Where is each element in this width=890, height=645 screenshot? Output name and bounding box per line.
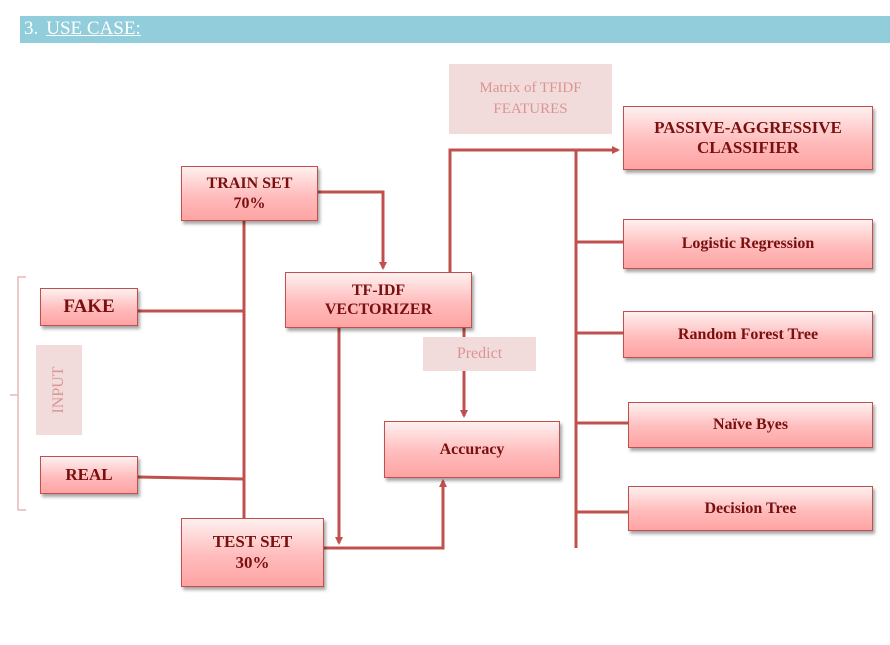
tfidf-features-line2: FEATURES <box>493 101 568 117</box>
test-set-percent: 30% <box>235 552 270 572</box>
test-set-title: TEST SET <box>212 532 293 552</box>
accuracy-label: Accuracy <box>439 440 505 458</box>
predict-label: Predict <box>456 344 503 362</box>
accuracy-node: Accuracy <box>384 421 560 478</box>
real-connector <box>137 475 245 481</box>
predict-note: Predict <box>423 337 536 371</box>
logistic-regression-node: Logistic Regression <box>623 219 873 269</box>
real-node: REAL <box>40 456 138 494</box>
naive-bayes-label: Naïve Byes <box>712 416 789 434</box>
real-label: REAL <box>65 464 113 484</box>
section-header-banner: 3. USE CASE: <box>20 16 890 43</box>
train-set-title: TRAIN SET <box>206 175 293 193</box>
section-header: 3. USE CASE: <box>24 18 141 40</box>
pac-line1: PASSIVE-AGGRESSIVE <box>654 117 842 137</box>
random-forest-node: Random Forest Tree <box>623 311 873 358</box>
fake-node: FAKE <box>40 288 138 326</box>
test-set-node: TEST SET 30% <box>181 518 324 587</box>
train-set-node: TRAIN SET 70% <box>181 166 318 221</box>
section-number: 3. <box>24 18 39 39</box>
tfidf-features-line1: Matrix of TFIDF <box>479 80 582 96</box>
input-note: INPUT <box>36 345 82 435</box>
vectorizer-to-classifier-arrow <box>448 146 620 272</box>
train-set-percent: 70% <box>233 194 266 212</box>
test-to-accuracy-arrow <box>324 479 447 550</box>
train-to-vectorizer-arrow <box>318 190 387 270</box>
input-label: INPUT <box>50 366 67 414</box>
input-bracket <box>10 276 26 511</box>
decision-tree-label: Decision Tree <box>704 499 797 517</box>
pac-line2: CLASSIFIER <box>696 138 800 157</box>
passive-aggressive-classifier-node: PASSIVE-AGGRESSIVE CLASSIFIER <box>623 106 873 170</box>
tfidf-features-note: Matrix of TFIDF FEATURES <box>449 64 612 134</box>
tfidf-vectorizer-node: TF-IDF VECTORIZER <box>285 272 472 328</box>
fake-label: FAKE <box>63 295 115 317</box>
logistic-regression-label: Logistic Regression <box>681 235 815 253</box>
random-forest-label: Random Forest Tree <box>677 325 819 343</box>
vectorizer-line2: VECTORIZER <box>324 301 433 318</box>
decision-tree-node: Decision Tree <box>628 486 873 531</box>
naive-bayes-node: Naïve Byes <box>628 402 873 448</box>
vectorizer-line1: TF-IDF <box>351 281 406 299</box>
section-title: USE CASE: <box>46 18 141 39</box>
